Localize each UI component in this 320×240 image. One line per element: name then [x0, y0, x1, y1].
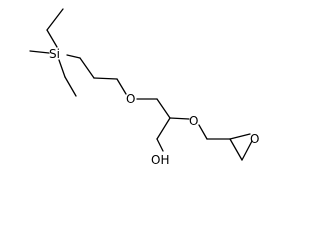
bond-c5-o2: [169, 117, 190, 120]
atom-label-epoxide-o: O: [250, 132, 259, 146]
bond-c5-c6: [156, 117, 171, 140]
chemical-structure: Si O O OH O: [29, 8, 259, 167]
bond-c6-oh: [156, 138, 164, 152]
atom-label-ether-o2: O: [189, 114, 198, 128]
bond-c3-o1: [116, 78, 127, 95]
bond-si-ethyl-lower: [58, 59, 66, 78]
bond-c9-o3: [241, 140, 253, 161]
bond-o2-c7: [198, 124, 208, 140]
bond-c1-c2: [79, 57, 95, 79]
bond-si-c1: [66, 54, 81, 59]
bond-c8-c9: [229, 138, 243, 161]
bond-ethyl-upper-ch3: [46, 8, 64, 31]
bond-si-ethyl-upper: [46, 29, 58, 48]
atom-label-hydroxyl: OH: [151, 153, 169, 167]
bonds: [29, 8, 253, 161]
bond-c8-o3: [229, 133, 251, 140]
bond-si-methyl: [29, 50, 50, 54]
bond-c4-c5: [156, 98, 171, 119]
bond-c2-c3: [93, 77, 118, 80]
atom-labels: Si O O OH O: [49, 47, 259, 167]
atom-label-si: Si: [49, 47, 60, 61]
atom-label-ether-o1: O: [126, 92, 135, 106]
bond-ethyl-lower-ch3: [64, 76, 77, 97]
